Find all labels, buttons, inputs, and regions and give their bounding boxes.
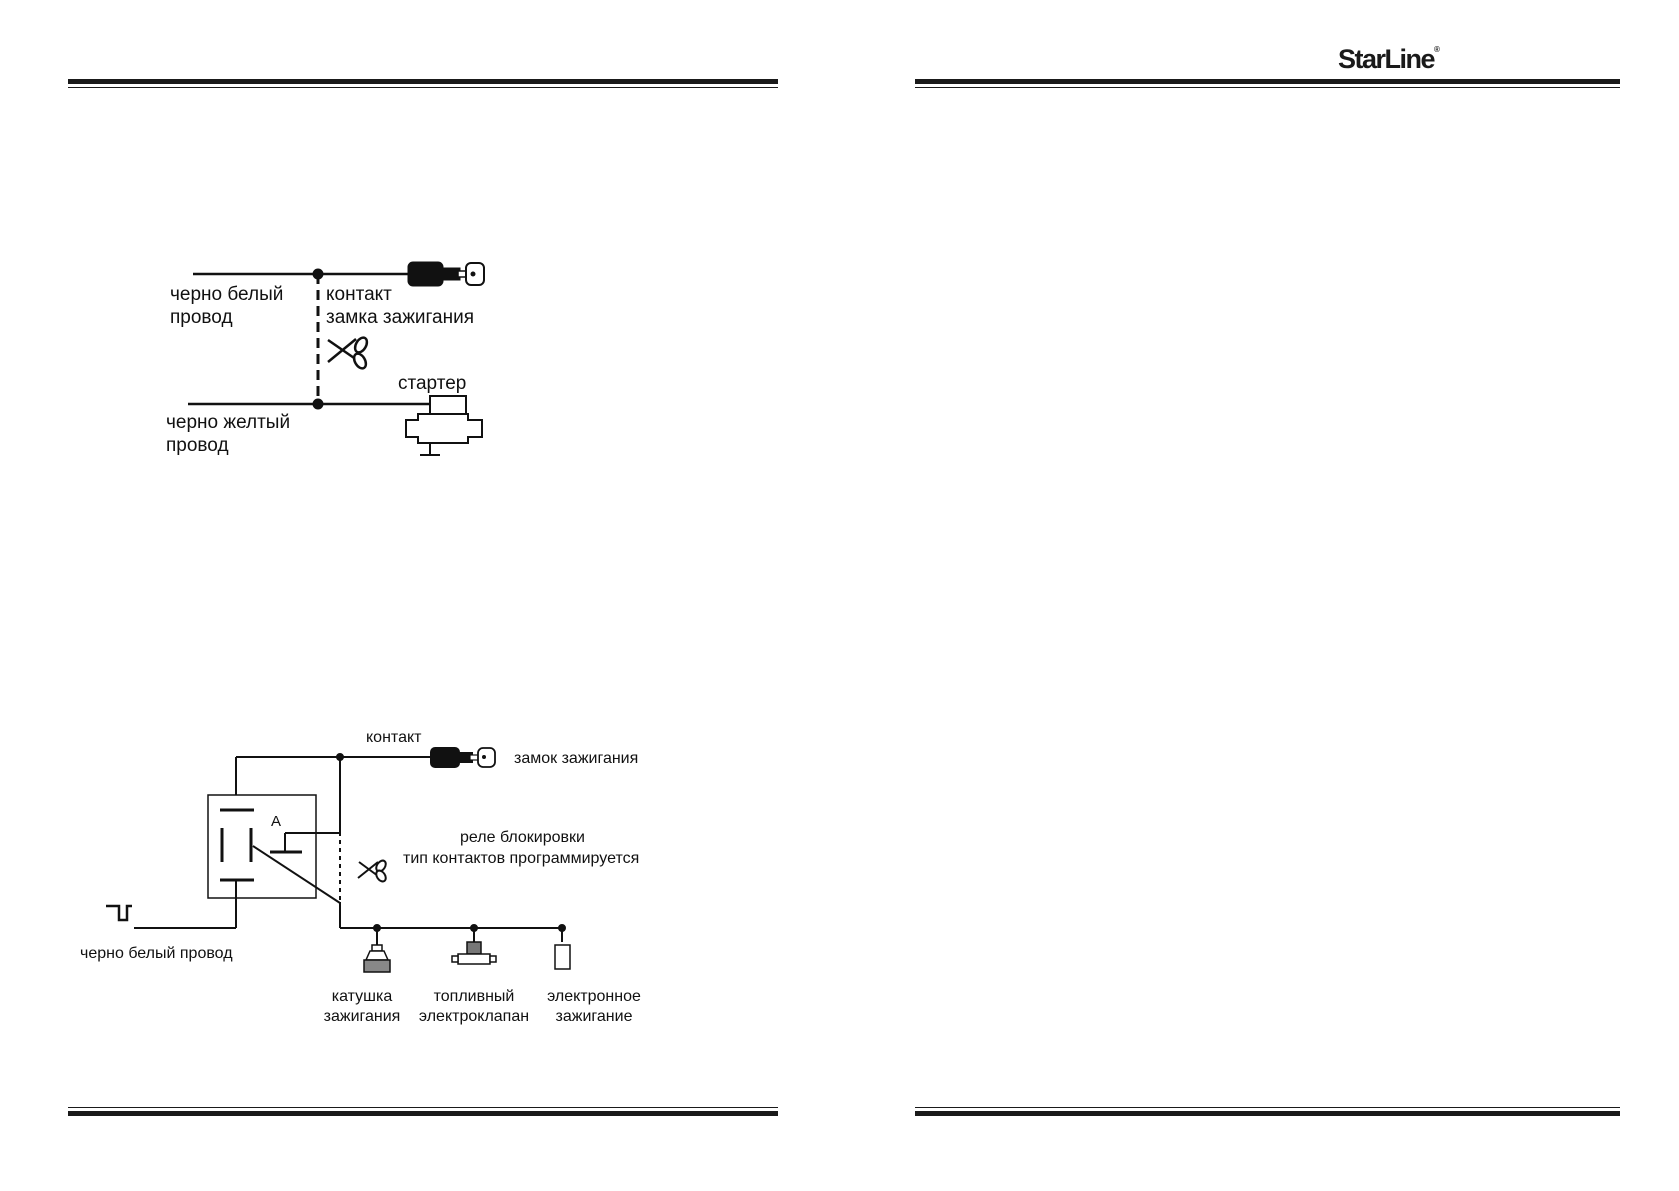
fuel-valve-icon	[452, 942, 496, 964]
label-fuel-valve-line1: топливный	[434, 988, 515, 1005]
label-coil-line2: зажигания	[324, 1008, 401, 1025]
label-bw-wire-line1: черно белый	[170, 284, 283, 305]
electronic-ignition-icon	[555, 945, 570, 969]
scissors-icon	[358, 859, 388, 883]
label-ignition-contact-line2: замка зажигания	[326, 307, 474, 328]
label-starter: стартер	[398, 373, 466, 394]
ignition-key-icon	[408, 262, 484, 286]
ignition-coil-icon	[364, 945, 390, 972]
label-ignition-contact-line1: контакт	[326, 284, 392, 305]
label-bw-wire-line2: провод	[170, 307, 233, 328]
junction-dot	[313, 269, 323, 279]
label-coil-line1: катушка	[332, 988, 393, 1005]
label-relay-line2: тип контактов программируется	[403, 850, 639, 867]
label-by-wire-line1: черно желтый	[166, 412, 290, 433]
junction-dot	[313, 399, 323, 409]
scissors-icon	[328, 336, 369, 371]
label-fuel-valve-line2: электроклапан	[419, 1008, 529, 1025]
label-electronic-ignition-line1: электронное	[547, 988, 641, 1005]
label-bw-wire: черно белый провод	[80, 945, 233, 962]
label-contact: контакт	[366, 729, 422, 746]
label-relay-line1: реле блокировки	[460, 829, 585, 846]
ignition-key-icon	[431, 748, 495, 767]
label-by-wire-line2: провод	[166, 435, 229, 456]
label-electronic-ignition-line2: зажигание	[556, 1008, 633, 1025]
label-relay-pin-a: А	[271, 813, 281, 830]
label-ignition-lock: замок зажигания	[514, 750, 638, 767]
pulse-signal-icon	[106, 906, 132, 920]
